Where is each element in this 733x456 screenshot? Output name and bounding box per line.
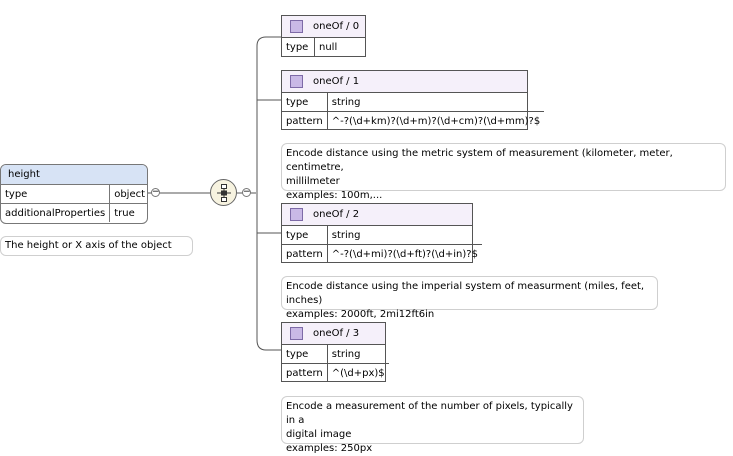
type-icon [290, 327, 303, 340]
property-key: type [282, 345, 328, 364]
annotation-line: examples: 250px [286, 443, 373, 454]
type-icon [290, 75, 303, 88]
table-row: type null [282, 38, 341, 56]
table-row: pattern ^-?(\d+mi)?(\d+ft)?(\d+in)?$ [282, 244, 482, 263]
oneof-0-box[interactable]: oneOf / 0 type null [281, 15, 366, 57]
property-value: ^(\d+px)$ [327, 363, 389, 382]
oneof-1-box[interactable]: oneOf / 1 type string pattern ^-?(\d+km)… [281, 70, 545, 130]
property-key: pattern [282, 363, 328, 382]
minus-icon: − [152, 187, 160, 197]
property-key: pattern [282, 244, 328, 263]
choice-compositor-icon[interactable] [210, 179, 237, 206]
annotation-text: The height or X axis of the object [5, 240, 172, 251]
choice-icon [217, 184, 231, 202]
collapse-toggle-choice[interactable]: − [242, 188, 251, 197]
collapse-toggle-height[interactable]: − [151, 188, 160, 197]
annotation-line: digital image [286, 429, 352, 440]
oneof-1-table: type string pattern ^-?(\d+km)?(\d+m)?(\… [282, 93, 545, 130]
type-icon [290, 20, 303, 33]
minus-icon: − [243, 187, 251, 197]
property-value: string [331, 96, 361, 108]
annotation-line: examples: 100m,... [286, 190, 383, 201]
table-row: type string [282, 226, 482, 245]
property-value: string [331, 348, 361, 360]
oneof-2-box[interactable]: oneOf / 2 type string pattern ^-?(\d+mi)… [281, 203, 482, 263]
property-key: type [1, 185, 111, 204]
property-value: ^-?(\d+mi)?(\d+ft)?(\d+in)?$ [327, 244, 482, 263]
height-annotation: The height or X axis of the object [0, 236, 193, 256]
table-row: additionalProperties true [1, 203, 147, 222]
annotation-line: Encode a measurement of the number of pi… [286, 401, 577, 426]
oneof-3-box[interactable]: oneOf / 3 type string pattern ^(\d+px)$ [281, 322, 389, 382]
property-value: null [319, 41, 338, 53]
oneof-title: oneOf / 3 [313, 328, 360, 339]
property-key: type [282, 38, 315, 56]
oneof-3-annotation: Encode a measurement of the number of pi… [281, 396, 584, 454]
annotation-line: millilmeter [286, 176, 340, 187]
property-value: true [109, 203, 147, 222]
oneof-0-table: type null [282, 38, 341, 56]
oneof-title: oneOf / 2 [313, 209, 360, 220]
height-element-title: height [1, 165, 147, 185]
property-key: type [282, 93, 328, 112]
oneof-2-annotation: Encode distance using the imperial syste… [281, 276, 658, 320]
type-icon [290, 208, 303, 221]
property-key: type [282, 226, 328, 245]
property-key: additionalProperties [1, 203, 111, 222]
annotation-line: Encode distance using the imperial syste… [286, 281, 648, 306]
property-value: object [114, 188, 146, 200]
table-row: type string [282, 93, 544, 112]
table-row: type string [282, 345, 389, 364]
table-row: pattern ^-?(\d+km)?(\d+m)?(\d+cm)?(\d+mm… [282, 111, 545, 130]
height-properties-table: type object additionalProperties true [1, 185, 147, 222]
table-row: pattern ^(\d+px)$ [282, 363, 389, 382]
property-key: pattern [282, 111, 328, 130]
annotation-line: Encode distance using the metric system … [286, 148, 677, 173]
property-value: ^-?(\d+km)?(\d+m)?(\d+cm)?(\d+mm)?$ [327, 111, 545, 130]
oneof-2-table: type string pattern ^-?(\d+mi)?(\d+ft)?(… [282, 226, 482, 263]
annotation-line: examples: 2000ft, 2mi12ft6in [286, 309, 435, 320]
oneof-1-annotation: Encode distance using the metric system … [281, 143, 726, 201]
table-row: type object [1, 185, 147, 204]
oneof-title: oneOf / 1 [313, 76, 360, 87]
property-value: string [331, 229, 361, 241]
oneof-3-table: type string pattern ^(\d+px)$ [282, 345, 389, 382]
height-element-box[interactable]: height type object additionalProperties … [0, 164, 148, 224]
oneof-title: oneOf / 0 [313, 21, 360, 32]
